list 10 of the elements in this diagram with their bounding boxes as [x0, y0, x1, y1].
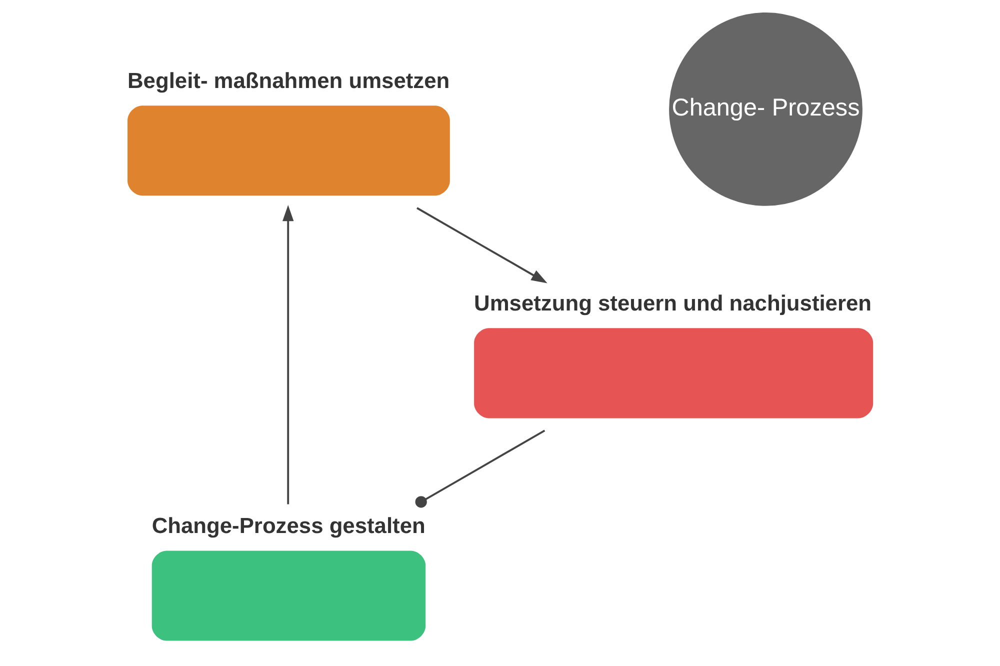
node-circle: Change- Prozess [669, 12, 862, 206]
node-label: Umsetzung steuern und nachjustieren [474, 290, 872, 316]
node-label: Begleit- maßnahmen umsetzen [128, 68, 450, 93]
node-box [128, 106, 450, 196]
arrow [416, 207, 548, 284]
node-label: Change-Prozess gestalten [152, 512, 426, 538]
node-box [474, 328, 874, 418]
arrow [282, 205, 294, 504]
node-box [152, 550, 426, 641]
connector [415, 430, 546, 508]
